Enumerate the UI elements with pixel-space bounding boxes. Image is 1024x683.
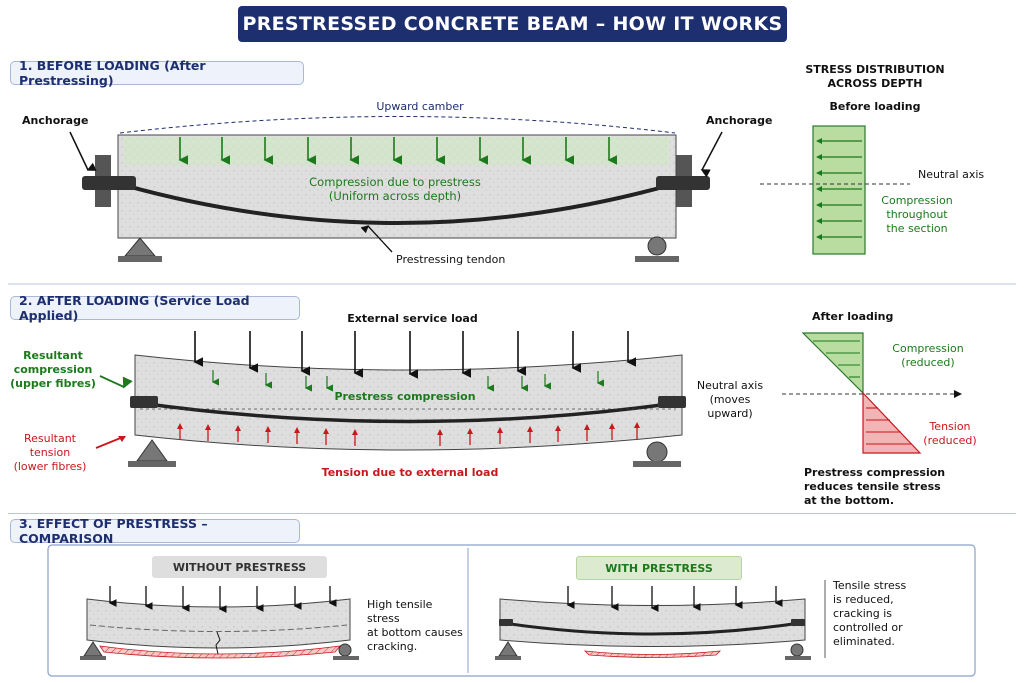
prestress-note: Prestress compression reduces tensile st…	[804, 466, 946, 507]
external-load-arrows	[193, 331, 636, 379]
anchor-plate-left	[95, 155, 111, 207]
anchorage-left-label: Anchorage	[22, 114, 89, 127]
anchorage-right	[656, 176, 710, 190]
with-prestress-label: WITH PRESTRESS	[576, 556, 742, 580]
section2-heading: 2. AFTER LOADING (Service Load Applied)	[10, 293, 300, 323]
anchorage-left	[82, 176, 136, 190]
anchor-plate-right	[676, 155, 692, 207]
external-load-label: External service load	[347, 312, 478, 325]
camber-line	[119, 116, 676, 134]
with-prestress-note: Tensile stress is reduced, cracking is c…	[833, 579, 907, 648]
without-prestress-note: High tensile stress at bottom causes cra…	[367, 598, 463, 653]
compression-prestress-label: Compression due to prestress (Uniform ac…	[309, 175, 481, 203]
without-prestress-label: WITHOUT PRESTRESS	[152, 556, 327, 578]
tendon-label: Prestressing tendon	[396, 253, 506, 266]
beam-with-prestress	[499, 598, 806, 647]
stress-arrows-before	[818, 140, 862, 238]
prestress-compression-label: Prestress compression	[334, 390, 476, 403]
resultant-tension-label: Resultant tension (lower fibres)	[13, 432, 87, 473]
neutral-axis-moves-label: Neutral axis (moves upward)	[696, 379, 764, 420]
before-loading-label: Before loading	[829, 100, 921, 113]
upward-camber-label: Upward camber	[376, 100, 464, 113]
beam-without-prestress	[86, 598, 351, 649]
tension-external-label: Tension due to external load	[321, 466, 499, 479]
section3-heading: 3. EFFECT OF PRESTRESS – COMPARISON	[10, 516, 300, 546]
compression-throughout-label: Compression throughout the section	[881, 194, 953, 235]
neutral-axis-label: Neutral axis	[918, 168, 985, 181]
page-title: PRESTRESSED CONCRETE BEAM – HOW IT WORKS	[238, 6, 787, 42]
compression-reduced-label: Compression (reduced)	[892, 342, 964, 369]
anchorage-right-label: Anchorage	[706, 114, 773, 127]
section1-heading: 1. BEFORE LOADING (After Prestressing)	[10, 58, 304, 88]
section-divider	[8, 513, 1016, 514]
tension-reduced-label: Tension (reduced)	[923, 420, 977, 447]
pin-support-left	[123, 237, 157, 257]
stress-compression-after	[801, 332, 864, 395]
after-loading-label: After loading	[812, 310, 894, 323]
resultant-compression-label: Resultant compression (upper fibres)	[10, 349, 96, 390]
prestress-compression-arrows	[178, 137, 617, 165]
roller-support-right	[647, 236, 667, 256]
stress-block-before	[812, 125, 866, 255]
stress-distribution-title: STRESS DISTRIBUTION ACROSS DEPTH	[805, 63, 945, 90]
